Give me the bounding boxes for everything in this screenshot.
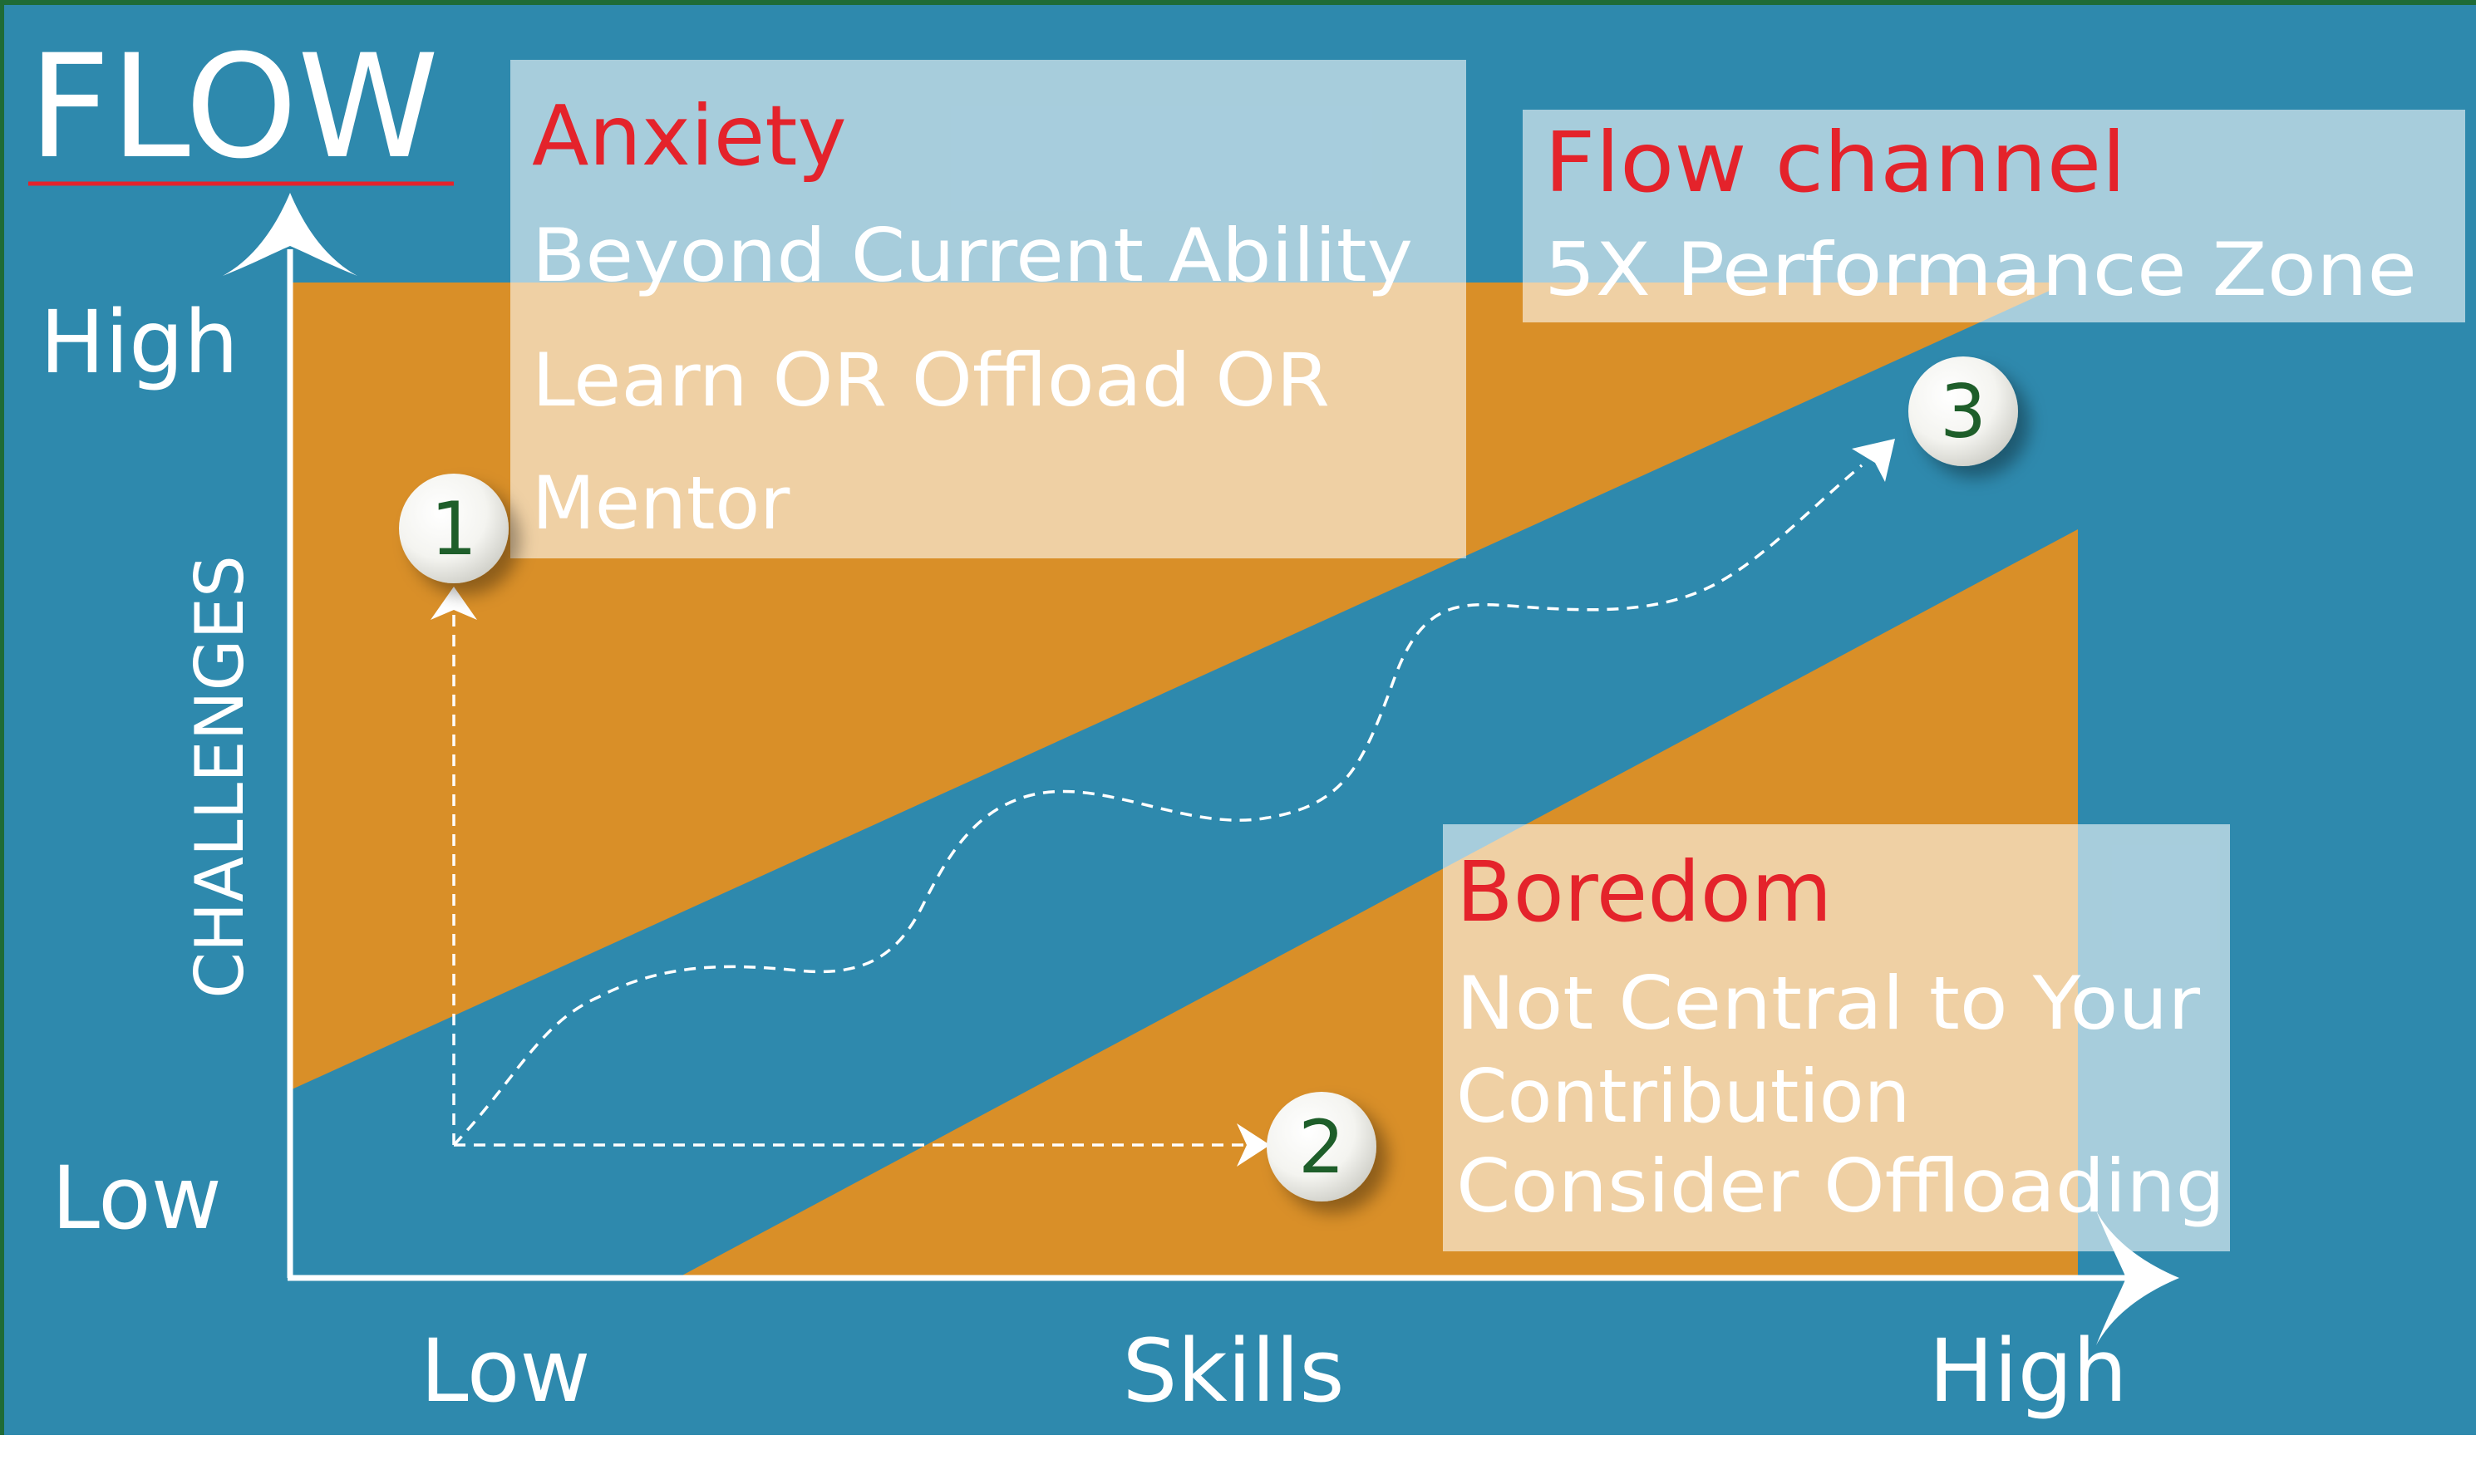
boredom-line-2: Contribution	[1456, 1054, 1910, 1139]
flow-channel-heading: Flow channel	[1544, 114, 2126, 211]
boredom-line-3: Consider Offloading	[1456, 1143, 2225, 1229]
marker-3: 3	[1908, 356, 2018, 466]
y-axis-low-label: Low	[52, 1147, 222, 1249]
x-axis-title: Skills	[1122, 1320, 1344, 1422]
arrowhead-1	[431, 587, 477, 620]
y-axis-arrowhead	[223, 193, 357, 276]
y-axis-title: CHALLENGES	[181, 555, 258, 999]
anxiety-line-3: Mentor	[532, 460, 790, 546]
marker-1: 1	[399, 474, 509, 583]
flow-channel-box	[1523, 110, 2465, 322]
marker-3-ball	[1908, 356, 2018, 466]
marker-2: 2	[1267, 1092, 1376, 1201]
boredom-heading: Boredom	[1456, 843, 1832, 941]
marker-1-label: 1	[431, 486, 477, 572]
left-border	[0, 0, 4, 1435]
anxiety-heading: Anxiety	[532, 87, 847, 184]
x-axis-high-label: High	[1928, 1320, 2127, 1422]
diagram-title: FLOW	[28, 23, 439, 190]
arrowhead-3	[1852, 439, 1895, 482]
path-to-3	[452, 464, 1863, 1147]
marker-2-ball	[1267, 1092, 1376, 1201]
marker-2-label: 2	[1298, 1104, 1345, 1190]
top-border	[0, 0, 2476, 5]
y-axis-high-label: High	[40, 292, 239, 393]
anxiety-line-1: Beyond Current Ability	[532, 213, 1413, 298]
marker-1-ball	[399, 474, 509, 583]
anxiety-box	[510, 60, 1466, 558]
marker-3-label: 3	[1940, 369, 1986, 455]
x-axis-low-label: Low	[421, 1320, 591, 1422]
anxiety-line-2: Learn OR Offload OR	[532, 337, 1330, 423]
boredom-box	[1443, 824, 2230, 1251]
progress-paths	[452, 464, 1863, 1147]
axes	[287, 249, 2128, 1281]
flow-channel-line-1: 5X Performance Zone	[1544, 227, 2417, 312]
boredom-line-1: Not Central to Your	[1456, 961, 2201, 1046]
arrowhead-2	[1237, 1123, 1270, 1167]
